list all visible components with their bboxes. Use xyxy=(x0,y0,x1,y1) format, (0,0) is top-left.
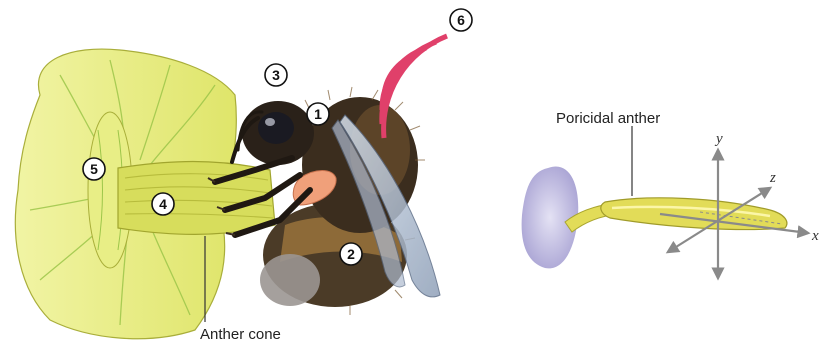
marker-6: 6 xyxy=(450,9,472,31)
svg-text:2: 2 xyxy=(347,246,355,262)
marker-4: 4 xyxy=(152,193,174,215)
z-axis-label: z xyxy=(769,170,776,186)
marker-5: 5 xyxy=(83,158,105,180)
y-axis-label: y xyxy=(714,131,723,147)
poricidal-anther-illustration xyxy=(522,166,787,268)
poricidal-anther-label: Poricidal anther xyxy=(556,110,660,127)
svg-text:6: 6 xyxy=(457,12,465,28)
marker-1: 1 xyxy=(307,103,329,125)
anther-cone-label: Anther cone xyxy=(200,326,281,343)
x-axis-label: x xyxy=(811,228,819,244)
marker-3: 3 xyxy=(265,64,287,86)
marker-2: 2 xyxy=(340,243,362,265)
svg-text:3: 3 xyxy=(272,67,280,83)
svg-text:1: 1 xyxy=(314,106,322,122)
svg-text:5: 5 xyxy=(90,161,98,177)
svg-text:4: 4 xyxy=(159,196,167,212)
bee-eye xyxy=(258,112,294,144)
stigma xyxy=(522,166,579,268)
